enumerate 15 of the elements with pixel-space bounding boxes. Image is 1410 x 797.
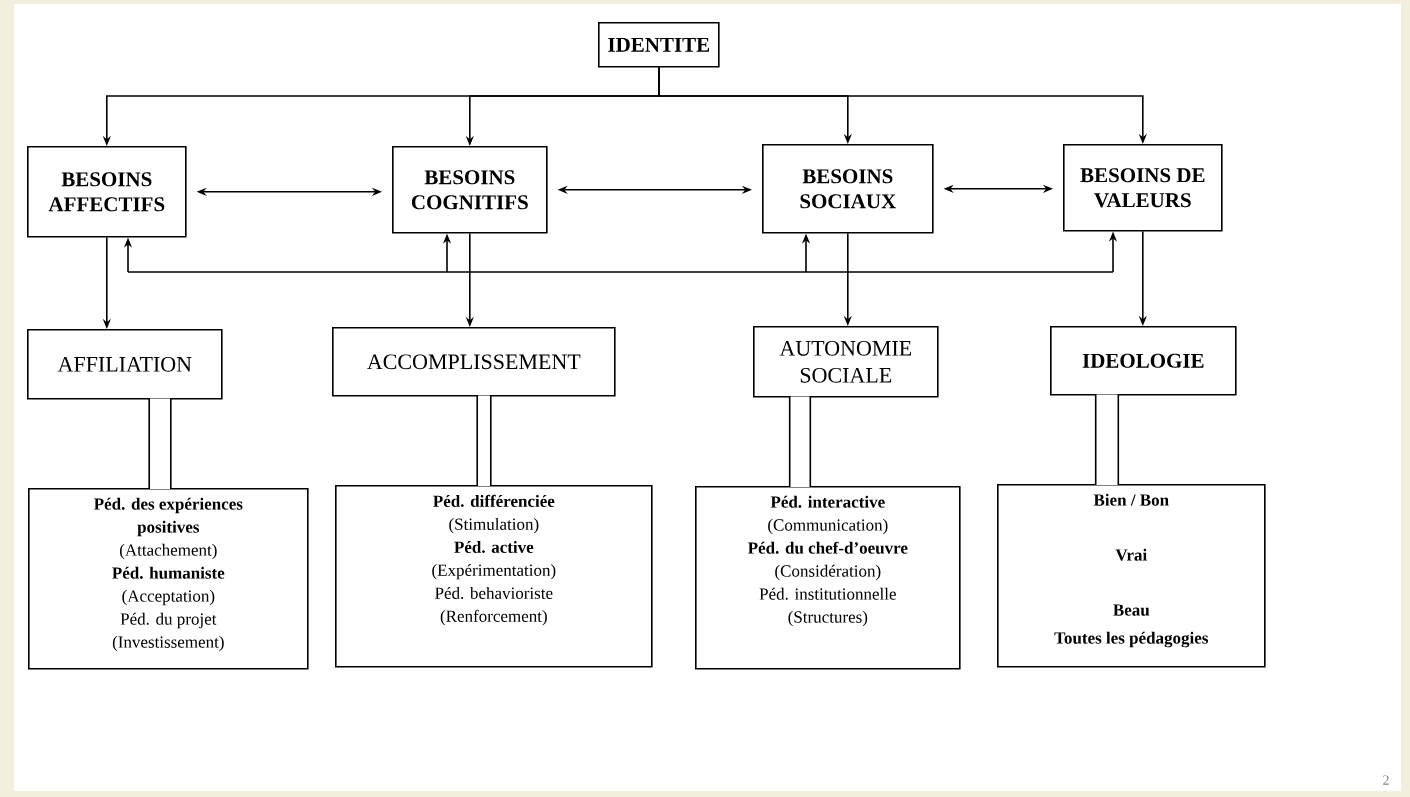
heading-box: IDENTITE xyxy=(598,22,720,68)
heading-box: AFFILIATION xyxy=(27,329,223,400)
heading-box: AUTONOMIE SOCIALE xyxy=(753,326,939,398)
content-box: Bien / Bon Vrai Beau Toutes les pédagogies xyxy=(997,484,1266,668)
heading-box: IDEOLOGIE xyxy=(1050,326,1237,396)
heading-box: BESOINS DE VALEURS xyxy=(1063,144,1223,232)
content-box: Péd. différenciée (Stimulation) Péd. active (Expérimentation) Péd. behavioriste (Renforcement) xyxy=(335,485,653,668)
heading-box: ACCOMPLISSEMENT xyxy=(332,327,616,397)
heading-box: BESOINS SOCIAUX xyxy=(762,144,934,234)
heading-box: BESOINS AFFECTIFS xyxy=(27,146,187,238)
page-number: 2 xyxy=(1383,775,1389,785)
content-box: Péd. interactive (Communication) Péd. du chef-d’oeuvre (Considération) Péd. institutionnelle (Structures) xyxy=(695,486,961,670)
content-box: Péd. des expériences positives (Attachement) Péd. humaniste (Acceptation) Péd. du projet (Investissement) xyxy=(28,488,309,670)
bus-line xyxy=(127,271,1114,273)
heading-box: BESOINS COGNITIFS xyxy=(392,146,548,234)
